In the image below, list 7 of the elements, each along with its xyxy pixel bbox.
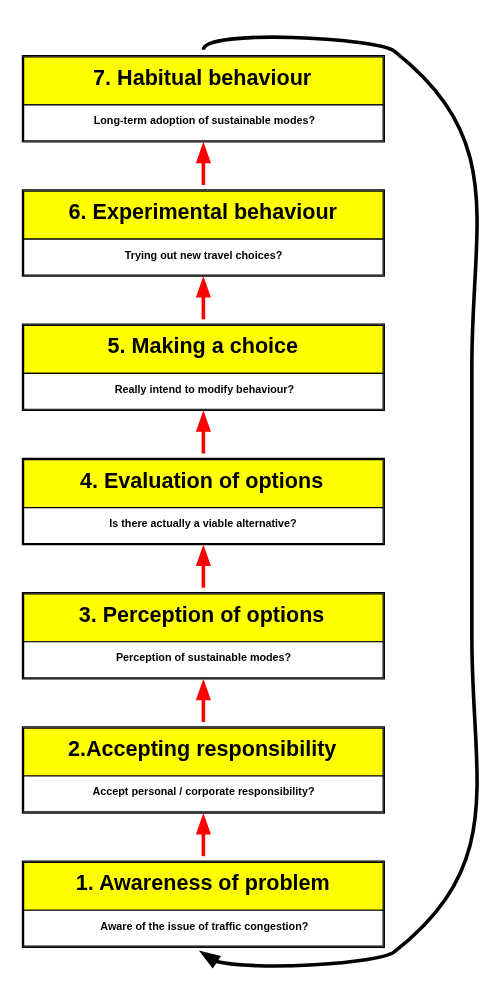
arrow (195, 544, 211, 588)
arrow (195, 275, 211, 320)
arrow (198, 35, 479, 969)
arrow (195, 678, 211, 722)
arrow (195, 812, 211, 857)
arrow (195, 141, 211, 185)
arrow (195, 410, 211, 454)
